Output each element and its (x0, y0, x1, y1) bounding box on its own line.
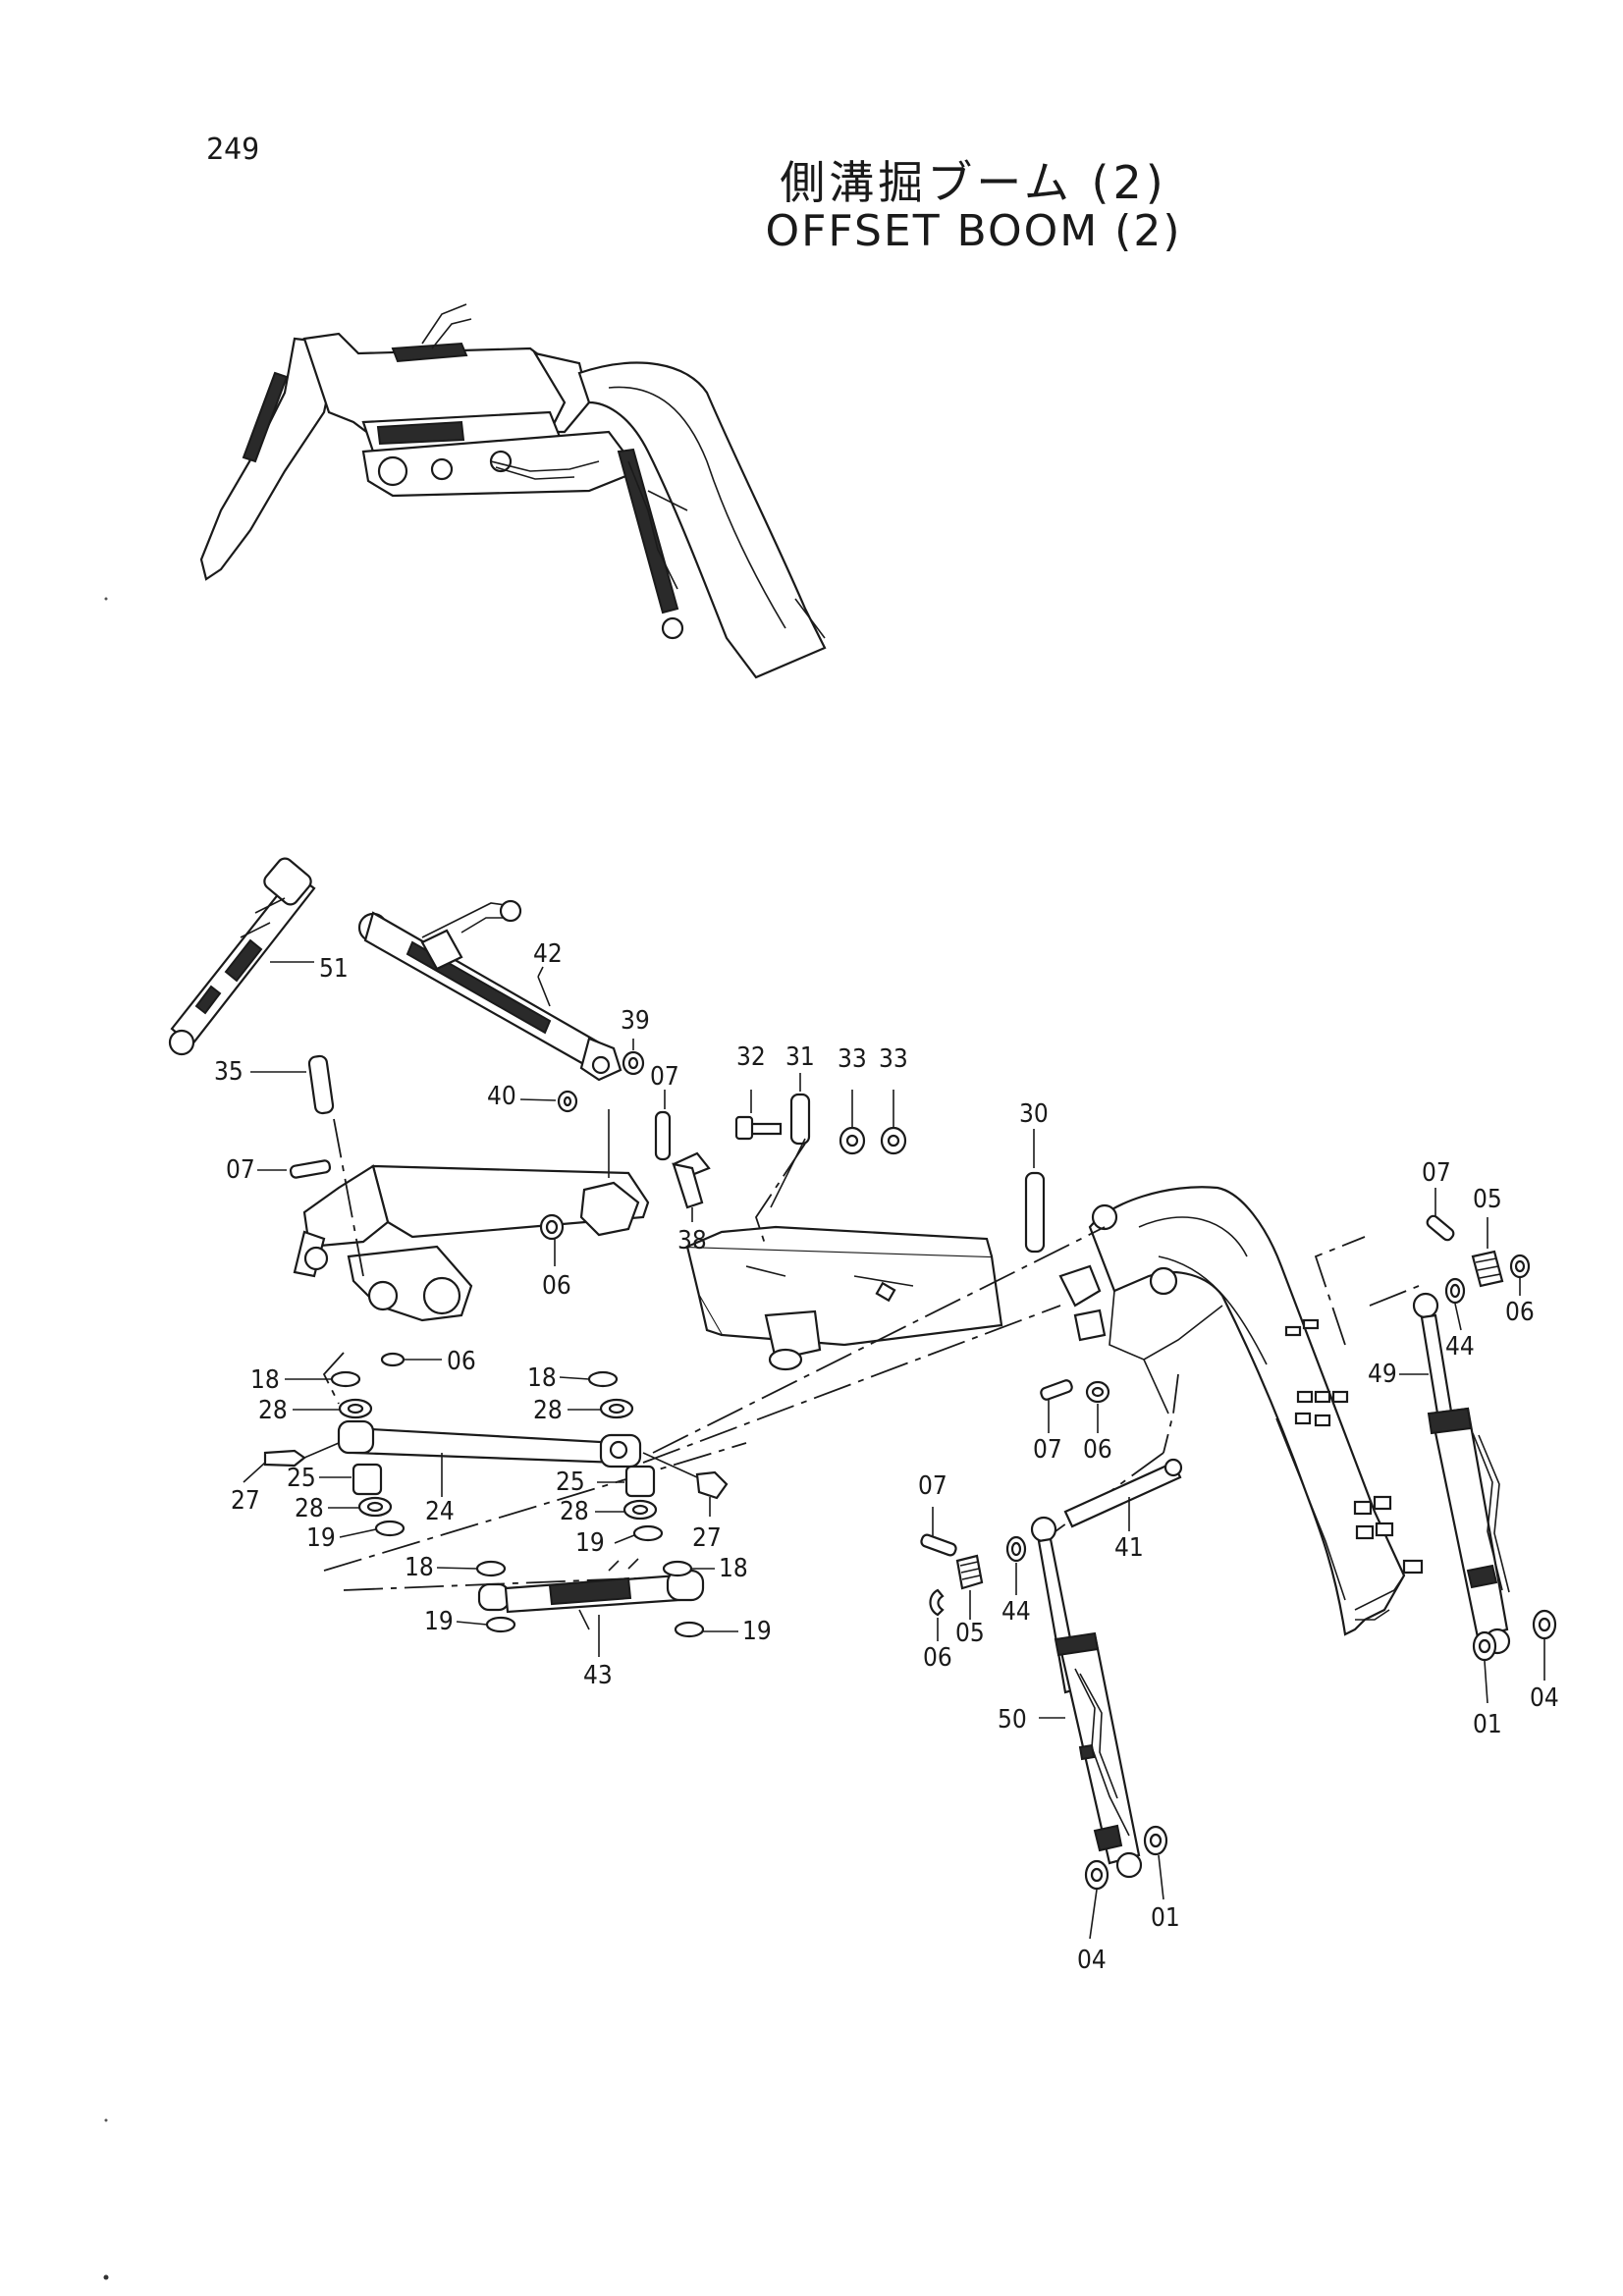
part-49-cylinder (1412, 1292, 1511, 1655)
callout-label: 33 (838, 1044, 867, 1074)
callout-label: 40 (487, 1082, 516, 1111)
callout-label: 33 (879, 1044, 908, 1074)
callout-label: 05 (1473, 1185, 1502, 1214)
boom-bracket (293, 1164, 650, 1322)
scan-speck (104, 2118, 108, 2122)
callout-label: 38 (677, 1226, 707, 1255)
callout-label: 07 (226, 1155, 255, 1185)
callout-label: 44 (1001, 1597, 1031, 1627)
scan-speck (103, 2274, 109, 2280)
callout-label: 18 (250, 1365, 280, 1395)
callout-label: 19 (742, 1617, 772, 1646)
callout-label: 19 (424, 1607, 454, 1636)
callout-label: 19 (575, 1528, 605, 1558)
callout-label: 28 (533, 1396, 563, 1425)
callout-label: 18 (527, 1363, 557, 1393)
callout-label: 41 (1114, 1533, 1144, 1563)
callout-label: 27 (231, 1486, 260, 1516)
page-number: 249 (206, 133, 260, 167)
page-title-japanese: 側溝掘ブーム (2) (780, 156, 1167, 209)
part-51-cylinder (168, 857, 316, 1056)
base-bracket-plate (685, 1225, 1003, 1371)
callout-label: 32 (736, 1042, 766, 1072)
callout-label: 44 (1445, 1332, 1475, 1362)
callout-label: 51 (319, 954, 349, 984)
callout-label: 07 (1033, 1435, 1062, 1465)
callout-label: 28 (258, 1396, 288, 1425)
callout-label: 28 (560, 1497, 589, 1526)
callout-label: 27 (692, 1523, 722, 1553)
part-43-cylinder (477, 1558, 705, 1630)
callout-label: 01 (1473, 1710, 1502, 1739)
callout-label: 05 (955, 1619, 985, 1648)
page-title-english: OFFSET BOOM (2) (765, 206, 1182, 256)
part-50-cylinder (1030, 1516, 1143, 1879)
part-24-link (337, 1419, 642, 1468)
callout-label: 18 (719, 1554, 748, 1583)
exploded-view (168, 857, 1557, 1940)
callout-label: 28 (295, 1494, 324, 1523)
callout-label: 07 (918, 1471, 947, 1501)
callout-label: 24 (425, 1497, 455, 1526)
callout-label: 06 (1505, 1298, 1535, 1327)
callout-label: 35 (214, 1057, 243, 1087)
scan-speck (104, 597, 108, 601)
callout-label: 06 (542, 1271, 571, 1301)
callout-label: 25 (287, 1464, 316, 1493)
callout-label: 19 (306, 1523, 336, 1553)
callout-label: 07 (650, 1062, 679, 1092)
callout-label: 06 (1083, 1435, 1112, 1465)
callout-label: 04 (1077, 1946, 1107, 1975)
callout-label: 43 (583, 1661, 613, 1690)
callout-label: 50 (998, 1705, 1027, 1735)
part-42-cylinder (357, 899, 622, 1082)
callout-label: 06 (923, 1643, 952, 1673)
callout-label: 30 (1019, 1099, 1049, 1129)
callout-label: 01 (1151, 1903, 1180, 1933)
callout-label: 25 (556, 1468, 585, 1497)
overview-assembly-illustration (199, 303, 827, 679)
callout-label: 07 (1422, 1158, 1451, 1188)
callout-label: 39 (621, 1006, 650, 1036)
callout-label: 49 (1368, 1360, 1397, 1389)
callout-label: 06 (447, 1347, 476, 1376)
callout-labels: 51 42 39 40 07 32 31 33 33 30 35 07 38 0… (214, 939, 1559, 1975)
offset-boom (1058, 1186, 1424, 1636)
callout-label: 04 (1530, 1683, 1559, 1713)
callout-label: 18 (405, 1553, 434, 1582)
callout-label: 31 (785, 1042, 815, 1072)
callout-label: 42 (533, 939, 563, 969)
